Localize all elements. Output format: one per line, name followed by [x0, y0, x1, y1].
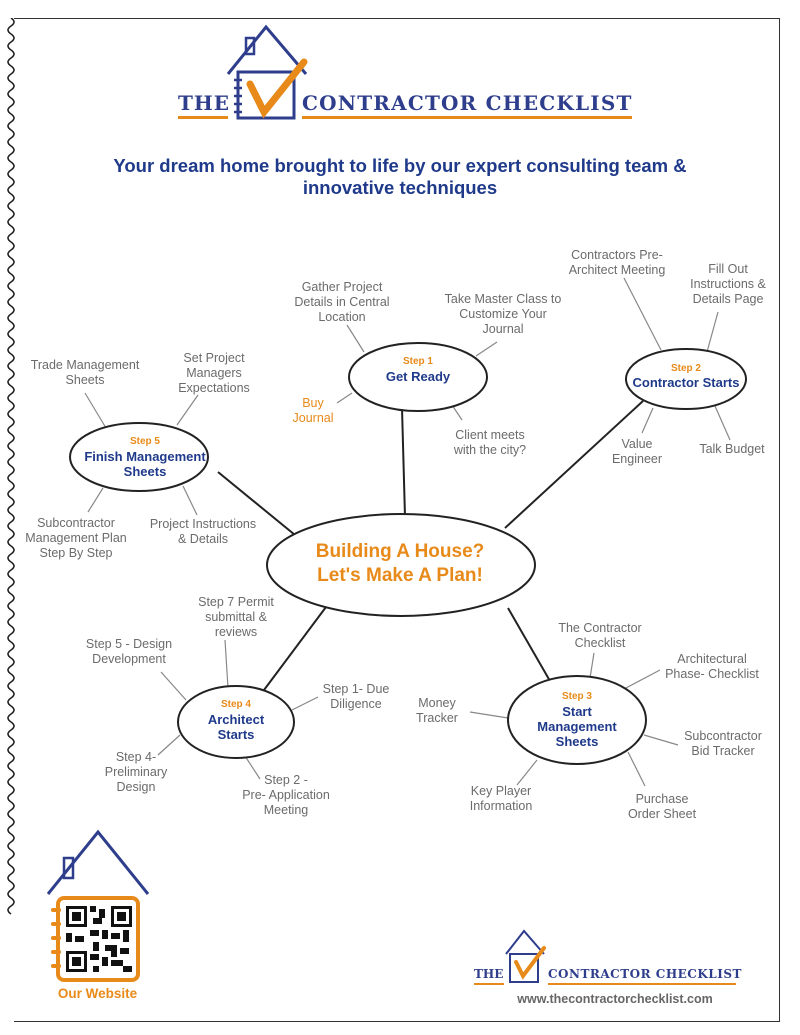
edge-step1-client	[451, 404, 463, 421]
edge-step5-sub	[87, 487, 104, 513]
step2-fill-label: Fill Out Instructions & Details Page	[690, 262, 766, 306]
node-step2	[625, 348, 747, 410]
node-step1	[348, 342, 488, 412]
step4-due-label: Step 1- Due Diligence	[322, 682, 390, 711]
qr-code-icon[interactable]	[66, 906, 132, 972]
step1-title: Get Ready	[385, 369, 451, 384]
edge-step2-fill	[706, 311, 719, 353]
footer-the-underline	[474, 983, 504, 985]
edge-step2-budget	[714, 405, 731, 441]
step4-prelim-label: Step 4- Preliminary Design	[104, 750, 168, 794]
step5-sub-label: Subcontractor Management Plan Step By St…	[25, 516, 127, 560]
brand-logo-house-icon	[226, 24, 308, 120]
node-step3	[507, 675, 647, 765]
step3-money-label: Money Tracker	[416, 696, 458, 725]
step2-value-label: Value Engineer	[611, 437, 663, 466]
edge-center-step5	[217, 471, 296, 536]
edge-step1-buy	[336, 392, 353, 404]
edge-step3-purchase	[627, 751, 646, 787]
edge-center-step4	[263, 606, 327, 691]
footer-name-underline	[548, 983, 736, 985]
step5-setpm-label: Set Project Managers Expectations	[178, 351, 250, 395]
step3-arch-label: Architectural Phase- Checklist	[665, 652, 759, 681]
edge-step3-bid	[643, 734, 679, 746]
step3-purchase-label: Purchase Order Sheet	[627, 792, 697, 821]
our-website-label: Our Website	[57, 986, 138, 1001]
step3-checklist-label: The Contractor Checklist	[558, 621, 642, 650]
edge-step3-checklist	[589, 652, 595, 679]
step4-permit-label: Step 7 Permit submittal & reviews	[198, 595, 274, 639]
step5-title: Finish Management Sheets	[84, 449, 206, 479]
edge-step5-trade	[84, 392, 107, 429]
step3-bid-label: Subcontractor Bid Tracker	[684, 729, 762, 758]
step1-client-label: Client meets with the city?	[453, 428, 527, 457]
step5-proj-label: Project Instructions & Details	[149, 517, 257, 546]
step2-budget-label: Talk Budget	[699, 442, 765, 456]
edge-step2-pre	[623, 277, 662, 351]
step3-title: Start Management Sheets	[537, 704, 617, 749]
edge-step4-preapp	[244, 755, 261, 780]
edge-step4-due	[291, 696, 319, 711]
footer-brand-name: CONTRACTOR CHECKLIST	[548, 967, 742, 981]
node-step5	[69, 422, 209, 492]
edge-step4-prelim	[157, 734, 181, 756]
step3-tag: Step 3	[561, 691, 592, 702]
edge-step4-design	[160, 671, 187, 701]
step2-tag: Step 2	[670, 363, 701, 374]
brand-the-underline	[178, 116, 228, 119]
step2-title: Contractor Starts	[632, 375, 740, 390]
page-border	[14, 18, 780, 1022]
step1-buy-label: Buy Journal	[292, 396, 334, 425]
step2-pre-label: Contractors Pre- Architect Meeting	[568, 248, 666, 277]
edge-step2-value	[641, 407, 654, 434]
edge-center-step2	[504, 400, 644, 529]
step5-trade-label: Trade Management Sheets	[30, 358, 140, 387]
node-step4	[177, 685, 295, 759]
step4-title: Architect Starts	[207, 712, 265, 742]
edge-step5-setpm	[176, 394, 199, 426]
edge-step3-arch	[623, 669, 661, 690]
edge-step3-key	[516, 759, 538, 786]
step1-master-label: Take Master Class to Customize Your Jour…	[444, 292, 562, 336]
step5-tag: Step 5	[129, 436, 160, 447]
spiral-binding	[7, 18, 15, 915]
brand-name-underline	[302, 116, 632, 119]
footer-brand-the: THE	[474, 967, 504, 981]
step4-design-label: Step 5 - Design Development	[85, 637, 173, 666]
step3-key-label: Key Player Information	[469, 784, 533, 813]
edge-step5-proj	[182, 485, 198, 516]
brand-the: THE	[178, 91, 231, 115]
website-url[interactable]: www.thecontractorchecklist.com	[517, 992, 713, 1006]
edge-step3-money	[469, 711, 509, 719]
edge-step1-gather	[346, 324, 365, 353]
node-center	[266, 513, 536, 617]
edge-step4-permit	[224, 639, 229, 689]
brand-name: CONTRACTOR CHECKLIST	[302, 91, 633, 115]
headline: Your dream home brought to life by our e…	[113, 155, 687, 198]
edge-step1-master	[475, 341, 498, 357]
step4-preapp-label: Step 2 - Pre- Application Meeting	[242, 773, 330, 817]
footer-logo-house-icon	[505, 929, 546, 983]
center-title: Building A House? Let's Make A Plan!	[315, 541, 485, 586]
edge-center-step3	[507, 607, 551, 682]
step1-tag: Step 1	[402, 356, 433, 367]
step1-gather-label: Gather Project Details in Central Locati…	[294, 280, 390, 324]
step4-tag: Step 4	[220, 699, 251, 710]
edge-center-step1	[401, 407, 406, 518]
